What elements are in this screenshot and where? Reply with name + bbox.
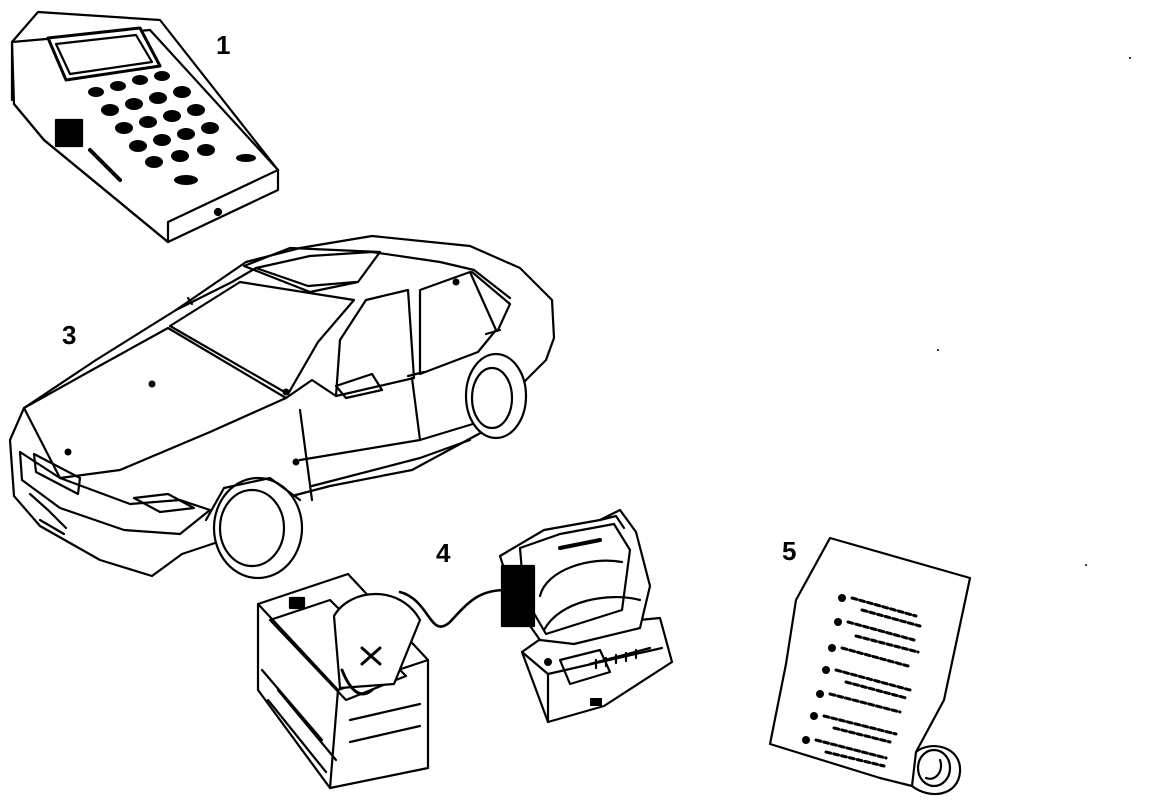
label-item-1: 1 — [216, 30, 231, 60]
label-item-5: 5 — [782, 536, 797, 566]
cable — [398, 588, 508, 628]
car-icon — [8, 234, 556, 580]
diagnostic-tester-icon — [10, 10, 280, 244]
battery-icon — [256, 572, 430, 790]
document-icon — [768, 536, 972, 796]
label-item-3: 3 — [62, 320, 77, 350]
charger-icon — [498, 508, 674, 724]
label-item-4: 4 — [436, 538, 451, 568]
